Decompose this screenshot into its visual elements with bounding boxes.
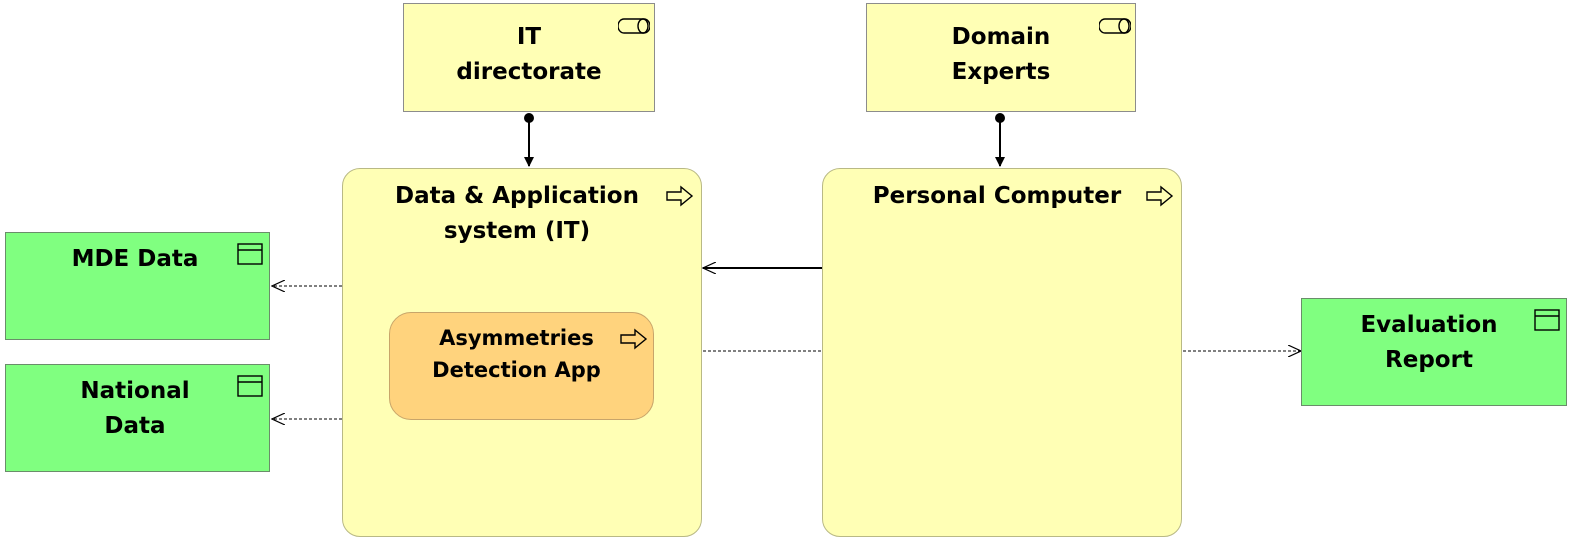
- it-directorate-role[interactable]: IT directorate: [403, 3, 655, 112]
- evaluation-report-label-line2: Report: [1385, 346, 1473, 373]
- assignment-it-to-system: [524, 113, 534, 167]
- asymmetries-app-label-line2: Detection App: [432, 357, 601, 382]
- asymmetries-app-label-line1: Asymmetries: [439, 326, 594, 350]
- data-object-icon: [237, 243, 263, 265]
- national-data-object[interactable]: National Data: [5, 364, 270, 472]
- personal-computer-node[interactable]: Personal Computer: [822, 168, 1182, 537]
- mde-data-label: MDE Data: [71, 246, 199, 272]
- data-application-system-label-line2: system (IT): [443, 217, 591, 244]
- mde-data-object[interactable]: MDE Data: [5, 232, 270, 340]
- data-application-system-label-line1: Data & Application: [395, 183, 639, 209]
- data-object-icon: [1534, 309, 1560, 331]
- domain-experts-label-line2: Experts: [951, 58, 1051, 85]
- data-object-icon: [237, 375, 263, 397]
- domain-experts-label-line1: Domain: [951, 24, 1051, 50]
- role-cylinder-icon: [618, 18, 650, 34]
- national-data-label-line2: Data: [104, 412, 166, 439]
- asymmetries-detection-app[interactable]: Asymmetries Detection App: [389, 312, 654, 420]
- evaluation-report-label-line1: Evaluation: [1360, 312, 1498, 338]
- personal-computer-label: Personal Computer: [872, 183, 1122, 209]
- national-data-label-line1: National: [80, 378, 190, 404]
- assignment-experts-to-pc: [995, 113, 1005, 167]
- process-arrow-icon: [620, 328, 648, 350]
- process-arrow-icon: [1146, 185, 1174, 207]
- evaluation-report-object[interactable]: Evaluation Report: [1301, 298, 1567, 406]
- it-directorate-label-line1: IT: [516, 24, 542, 50]
- it-directorate-label-line2: directorate: [456, 58, 602, 85]
- process-arrow-icon: [666, 185, 694, 207]
- domain-experts-role[interactable]: Domain Experts: [866, 3, 1136, 112]
- role-cylinder-icon: [1099, 18, 1131, 34]
